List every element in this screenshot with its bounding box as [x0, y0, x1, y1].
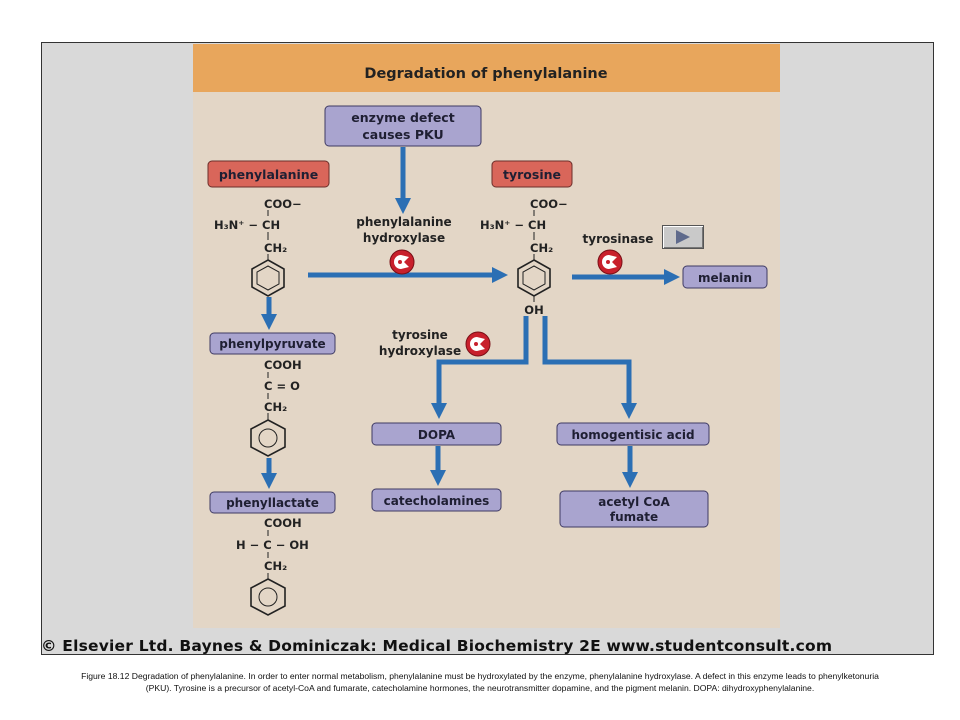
figure-title: Degradation of phenylalanine	[364, 66, 607, 82]
enzyme-symbol-tyr-hydroxylase	[465, 331, 491, 357]
enzyme-symbol-tyrosinase	[597, 249, 623, 275]
pathway-arrows	[260, 147, 681, 490]
dopa-label: DOPA	[418, 428, 456, 442]
benzene-ring-icon	[250, 578, 286, 616]
title-bar	[193, 44, 780, 92]
phenyllactate-box: phenyllactate	[209, 491, 336, 514]
tyr-hydroxylase-label-2: hydroxylase	[379, 344, 461, 358]
melanin-label: melanin	[698, 271, 752, 285]
catecholamines-label: catecholamines	[384, 494, 490, 508]
pyr-ch2: CH₂	[264, 400, 287, 414]
tyrosine-label: tyrosine	[503, 167, 561, 182]
phenylalanine-structure: COO− H₃N⁺ − CH CH₂	[214, 197, 302, 297]
phe-ch2: CH₂	[264, 241, 287, 255]
lac-carboxyl: COOH	[264, 516, 302, 530]
tyr-hydroxylase-label-1: tyrosine	[392, 328, 448, 342]
homogentisic-acid-label: homogentisic acid	[571, 428, 694, 442]
acetyl-coa-line-2: fumate	[610, 510, 658, 524]
arrow-tyrosine-to-dopa	[430, 316, 529, 420]
phe-amine: H₃N⁺ − CH	[214, 218, 280, 232]
acetyl-coa-box: acetyl CoA fumate	[559, 490, 709, 528]
phenyllactate-label: phenyllactate	[226, 496, 319, 510]
benzene-ring-icon	[251, 259, 285, 297]
phe-hydroxylase-label-1: phenylalanine	[356, 215, 451, 229]
tyrosine-structure: COO− H₃N⁺ − CH CH₂ OH	[480, 197, 568, 317]
catecholamines-box: catecholamines	[371, 488, 502, 512]
benzene-ring-icon	[250, 419, 286, 457]
phenylalanine-box: phenylalanine	[207, 160, 330, 188]
phenylpyruvate-structure: COOH C = O CH₂	[250, 358, 302, 457]
copyright-footer: © Elsevier Ltd. Baynes & Dominiczak: Med…	[41, 637, 833, 655]
lac-ch2: CH₂	[264, 559, 287, 573]
enzyme-defect-line-2: causes PKU	[362, 127, 443, 142]
arrow-tyrosine-to-homogentisic	[542, 316, 638, 420]
homogentisic-acid-box: homogentisic acid	[556, 422, 710, 446]
pyr-ketone: C = O	[264, 379, 300, 393]
dopa-box: DOPA	[371, 422, 502, 446]
phenylalanine-label: phenylalanine	[219, 167, 318, 182]
play-triangle-icon	[676, 230, 690, 244]
enzyme-defect-line-1: enzyme defect	[351, 110, 454, 125]
pyr-carboxyl: COOH	[264, 358, 302, 372]
melanin-box: melanin	[682, 265, 768, 289]
phe-carboxyl: COO−	[264, 197, 302, 211]
benzene-ring-inner	[256, 265, 280, 291]
tyr-amine: H₃N⁺ − CH	[480, 218, 546, 232]
tyrosinase-label: tyrosinase	[583, 232, 654, 246]
phenylpyruvate-label: phenylpyruvate	[219, 337, 325, 351]
lac-hydroxy: H − C − OH	[236, 538, 309, 552]
figure-caption: Figure 18.12 Degradation of phenylalanin…	[81, 671, 879, 693]
tyr-carboxyl: COO−	[530, 197, 568, 211]
benzene-ring-inner	[522, 265, 546, 291]
enzyme-defect-box: enzyme defect causes PKU	[324, 105, 482, 147]
enzyme-symbol-phe-hydroxylase	[389, 249, 415, 275]
phenylpyruvate-box: phenylpyruvate	[209, 332, 336, 355]
next-slide-button[interactable]	[662, 225, 704, 249]
phenyllactate-structure: COOH H − C − OH CH₂	[236, 516, 309, 616]
acetyl-coa-line-1: acetyl CoA	[598, 495, 670, 509]
phe-hydroxylase-label-2: hydroxylase	[363, 231, 445, 245]
tyrosine-box: tyrosine	[491, 160, 573, 188]
tyr-oh: OH	[524, 303, 543, 317]
tyr-ch2: CH₂	[530, 241, 553, 255]
